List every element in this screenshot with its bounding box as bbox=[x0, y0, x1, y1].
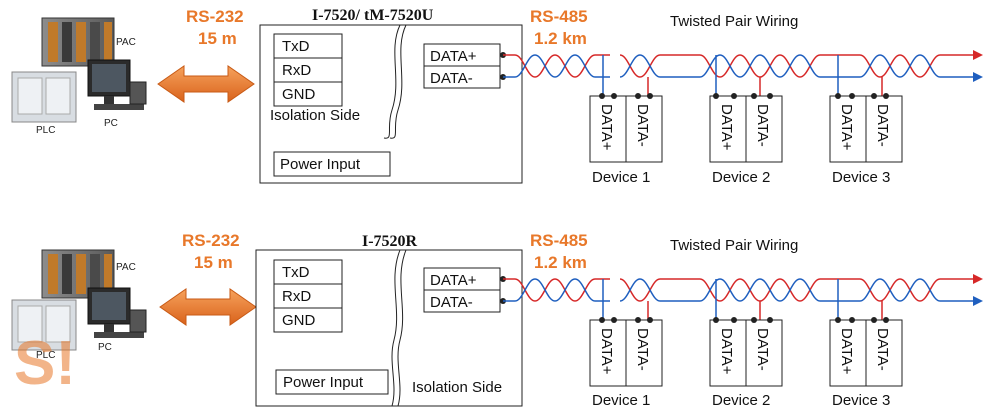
pin-rxd: RxD bbox=[282, 62, 311, 79]
twisted-pair-label: Twisted Pair Wiring bbox=[670, 13, 798, 30]
pin-data-minus: DATA- bbox=[430, 294, 473, 311]
host-equipment-icon bbox=[11, 249, 147, 351]
device-3: DATA+ DATA- Device 3 bbox=[829, 317, 903, 409]
isolation-side-label: Isolation Side bbox=[270, 107, 360, 124]
device-1: DATA+ DATA- Device 1 bbox=[589, 93, 663, 186]
isolation-side-label: Isolation Side bbox=[412, 379, 502, 396]
watermark-logo: S! bbox=[14, 329, 76, 398]
device-3-pin-minus: DATA- bbox=[874, 328, 891, 371]
pin-gnd: GND bbox=[282, 312, 316, 329]
device-2-label: Device 2 bbox=[712, 392, 770, 409]
device-2-label: Device 2 bbox=[712, 169, 770, 186]
device-3-pin-plus: DATA+ bbox=[838, 328, 855, 375]
rs232-label: RS-232 bbox=[186, 7, 244, 26]
twisted-pair-label: Twisted Pair Wiring bbox=[670, 237, 798, 254]
pc-label: PC bbox=[98, 342, 112, 353]
power-input-label: Power Input bbox=[283, 374, 364, 391]
converter-title: I-7520/ tM-7520U bbox=[312, 7, 434, 24]
rs232-distance: 15 m bbox=[194, 253, 233, 272]
device-1-pin-plus: DATA+ bbox=[598, 104, 615, 151]
rs485-distance: 1.2 km bbox=[534, 29, 587, 48]
rs485-label: RS-485 bbox=[530, 7, 588, 26]
rs485-distance: 1.2 km bbox=[534, 253, 587, 272]
pin-gnd: GND bbox=[282, 86, 316, 103]
pac-label: PAC bbox=[116, 262, 136, 273]
pin-txd: TxD bbox=[282, 264, 310, 281]
host-equipment-icon bbox=[11, 17, 147, 123]
device-2: DATA+ DATA- Device 2 bbox=[709, 93, 783, 186]
pc-label: PC bbox=[104, 118, 118, 129]
device-1: DATA+ DATA- Device 1 bbox=[589, 317, 663, 409]
device-3-pin-plus: DATA+ bbox=[838, 104, 855, 151]
plc-label: PLC bbox=[36, 125, 55, 136]
rs485-label: RS-485 bbox=[530, 231, 588, 250]
device-2-pin-plus: DATA+ bbox=[718, 104, 735, 151]
rs232-label: RS-232 bbox=[182, 231, 240, 250]
device-3-pin-minus: DATA- bbox=[874, 104, 891, 147]
device-1-label: Device 1 bbox=[592, 392, 650, 409]
device-1-pin-minus: DATA- bbox=[634, 328, 651, 371]
rs232-double-arrow-icon bbox=[159, 288, 257, 326]
pin-txd: TxD bbox=[282, 38, 310, 55]
pac-label: PAC bbox=[116, 37, 136, 48]
device-2-pin-minus: DATA- bbox=[754, 104, 771, 147]
pin-data-plus: DATA+ bbox=[430, 48, 477, 65]
pin-data-plus: DATA+ bbox=[430, 272, 477, 289]
device-1-pin-plus: DATA+ bbox=[598, 328, 615, 375]
converter-title: I-7520R bbox=[362, 233, 418, 250]
device-3-label: Device 3 bbox=[832, 169, 890, 186]
device-2: DATA+ DATA- Device 2 bbox=[709, 317, 783, 409]
device-1-pin-minus: DATA- bbox=[634, 104, 651, 147]
power-input-box bbox=[275, 369, 389, 395]
plc-label: PLC bbox=[36, 350, 55, 361]
diagram-2: PAC PLC PC RS-232 15 m I-7520R TxD RxD G… bbox=[11, 231, 983, 409]
device-1-label: Device 1 bbox=[592, 169, 650, 186]
rs232-double-arrow-icon bbox=[157, 65, 255, 103]
twisted-pair-wiring bbox=[503, 274, 983, 320]
device-2-pin-plus: DATA+ bbox=[718, 328, 735, 375]
device-2-pin-minus: DATA- bbox=[754, 328, 771, 371]
pin-rxd: RxD bbox=[282, 288, 311, 305]
power-input-box bbox=[273, 151, 391, 177]
diagram-1: PAC PLC PC RS-232 15 m I-7520/ tM-7520U … bbox=[11, 7, 983, 186]
twisted-pair-wiring bbox=[503, 50, 983, 96]
power-input-label: Power Input bbox=[280, 156, 361, 173]
device-3: DATA+ DATA- Device 3 bbox=[829, 93, 903, 186]
pin-data-minus: DATA- bbox=[430, 70, 473, 87]
device-3-label: Device 3 bbox=[832, 392, 890, 409]
rs232-distance: 15 m bbox=[198, 29, 237, 48]
